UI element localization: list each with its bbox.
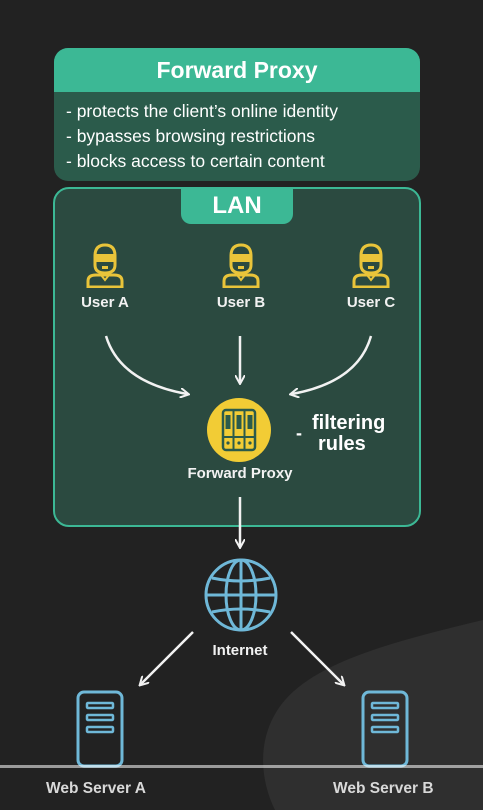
user-label: User A <box>81 294 129 311</box>
filter-line-2: rules <box>318 433 366 455</box>
filter-dash: - <box>296 423 302 443</box>
web-server-a-label: Web Server A <box>46 780 146 797</box>
video-progress-bar[interactable] <box>0 765 483 768</box>
user-icon <box>352 243 390 288</box>
header-bullet: - blocks access to certain content <box>66 151 325 171</box>
user-icon <box>86 243 124 288</box>
proxy-label: Forward Proxy <box>187 465 293 482</box>
user-icon <box>222 243 260 288</box>
lan-label: LAN <box>181 188 293 224</box>
user-a: User A <box>60 242 150 311</box>
arrow-internet-to-server-b <box>290 631 343 684</box>
header-title: Forward Proxy <box>54 48 420 92</box>
header-bullet-list: - protects the client’s online identity … <box>54 92 420 174</box>
forward-proxy-header-box: Forward Proxy - protects the client’s on… <box>54 48 420 181</box>
header-bullet: - bypasses browsing restrictions <box>66 126 315 146</box>
user-label: User C <box>346 294 396 311</box>
filter-line-1: filtering <box>312 412 386 434</box>
globe-icon <box>204 558 278 632</box>
server-icon <box>361 690 409 768</box>
user-label: User B <box>216 294 266 311</box>
user-b: User B <box>196 242 286 311</box>
internet-label: Internet <box>212 642 268 659</box>
server-rack-icon <box>207 398 271 462</box>
server-icon <box>76 690 124 768</box>
web-server-b-label: Web Server B <box>333 780 434 797</box>
header-bullet: - protects the client’s online identity <box>66 101 339 121</box>
user-c: User C <box>326 242 416 311</box>
arrow-internet-to-server-a <box>141 631 194 684</box>
